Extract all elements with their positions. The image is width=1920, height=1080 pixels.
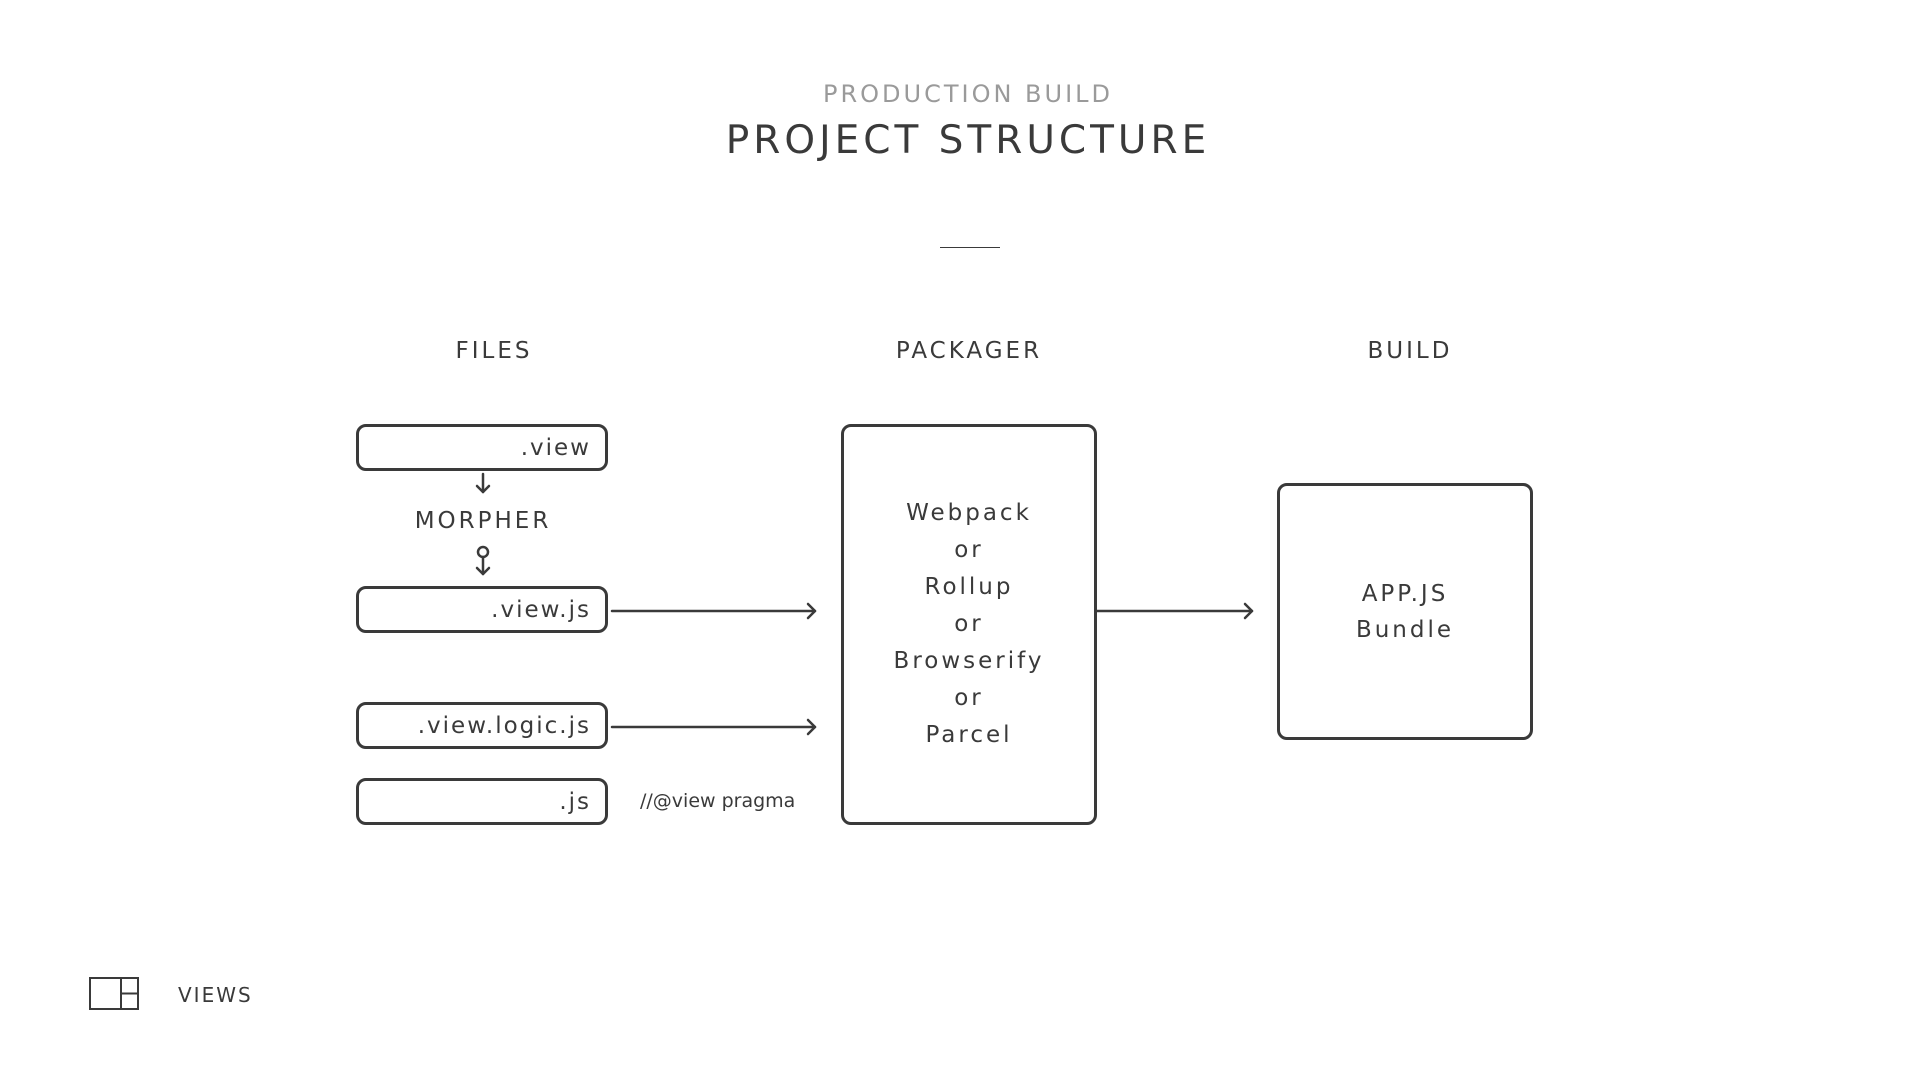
arrow-morpher-to-viewjs [475,545,491,576]
packager-line: Browserify [893,648,1045,674]
build-line-subtitle: Bundle [1355,616,1455,643]
file-js-box: .js [356,778,608,825]
build-line-title: APP.JS [1361,580,1449,607]
arrow-packager-to-build [1095,602,1254,620]
packager-box: Webpack or Rollup or Browserify or Parce… [841,424,1097,825]
file-viewjs-box: .view.js [356,586,608,633]
page-title: PROJECT STRUCTURE [725,118,1211,163]
build-box: APP.JS Bundle [1277,483,1533,740]
title-divider [940,247,1000,248]
packager-line: or [954,685,984,711]
file-viewjs-label: .view.js [491,596,591,623]
packager-line: Parcel [925,722,1013,748]
footer-section-label: VIEWS [178,983,253,1007]
column-header-packager: PACKAGER [895,338,1043,364]
page-subtitle: PRODUCTION BUILD [822,80,1113,108]
packager-line: Rollup [924,574,1014,600]
file-js-label: .js [559,788,591,815]
views-layout-icon [89,977,139,1010]
pragma-note: //@view pragma [640,790,796,812]
arrow-logicjs-to-packager [610,718,817,736]
file-view-box: .view [356,424,608,471]
morpher-label: MORPHER [414,508,552,534]
arrow-view-to-morpher [475,472,491,494]
file-view-label: .view [520,434,591,461]
arrow-viewjs-to-packager [610,602,817,620]
packager-line: or [954,611,984,637]
column-header-files: FILES [455,338,533,364]
file-viewlogicjs-label: .view.logic.js [417,712,591,739]
packager-line: or [954,537,984,563]
column-header-build: BUILD [1367,338,1453,364]
packager-line: Webpack [906,500,1032,526]
file-viewlogicjs-box: .view.logic.js [356,702,608,749]
